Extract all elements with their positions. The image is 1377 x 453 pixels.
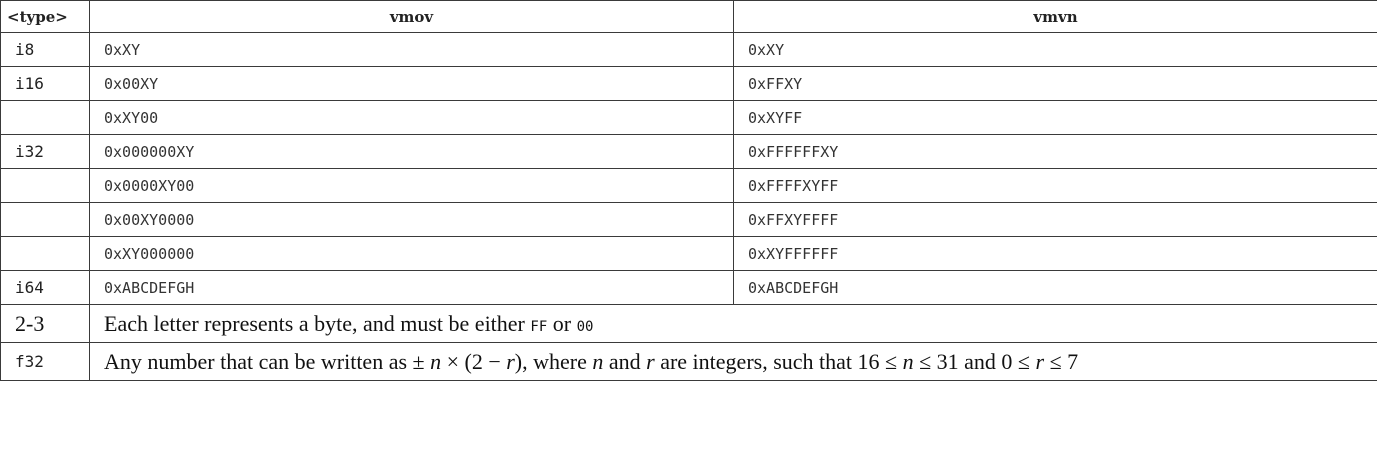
vmvn-cell: 0xFFXY xyxy=(733,66,1377,101)
header-vmvn: vmvn xyxy=(733,0,1377,33)
immediate-values-table: <type> vmov vmvn i8 0xXY 0xXY i16 0x00XY… xyxy=(0,0,1377,381)
table-row: 0x0000XY00 0xFFFFXYFF xyxy=(0,168,1377,203)
var-r: r xyxy=(1035,348,1045,374)
table-row: i32 0x000000XY 0xFFFFFFXY xyxy=(0,134,1377,169)
vmvn-cell: 0xFFFFXYFF xyxy=(733,168,1377,203)
note-text: Any number that can be written as ± n × … xyxy=(89,342,1377,381)
vmvn-cell: 0xXYFFFFFF xyxy=(733,236,1377,271)
type-cell: i64 xyxy=(0,270,90,305)
note-text-part: × (2 − xyxy=(441,348,507,374)
note-text-part: and xyxy=(603,348,647,374)
note-row-byte-letters: 2-3 Each letter represents a byte, and m… xyxy=(0,304,1377,343)
code-00: 00 xyxy=(576,318,594,335)
header-vmov: vmov xyxy=(89,0,734,33)
var-n: n xyxy=(592,348,604,374)
var-n: n xyxy=(430,348,442,374)
type-cell xyxy=(0,168,90,203)
note-label: f32 xyxy=(0,342,90,381)
table-row: i64 0xABCDEFGH 0xABCDEFGH xyxy=(0,270,1377,305)
vmvn-cell: 0xXY xyxy=(733,32,1377,67)
note-text: Each letter represents a byte, and must … xyxy=(89,304,1377,343)
header-row: <type> vmov vmvn xyxy=(0,0,1377,33)
type-cell xyxy=(0,236,90,271)
vmvn-cell: 0xFFFFFFXY xyxy=(733,134,1377,169)
vmov-cell: 0x00XY0000 xyxy=(89,202,734,237)
vmov-cell: 0x000000XY xyxy=(89,134,734,169)
note-text-part: ≤ 31 and 0 ≤ xyxy=(913,348,1036,374)
header-type: <type> xyxy=(0,0,90,33)
vmvn-cell: 0xFFXYFFFF xyxy=(733,202,1377,237)
vmov-cell: 0x00XY xyxy=(89,66,734,101)
note-row-f32: f32 Any number that can be written as ± … xyxy=(0,342,1377,381)
note-text-part: Any number that can be written as ± xyxy=(104,348,431,374)
var-r: r xyxy=(646,348,655,374)
type-cell xyxy=(0,100,90,135)
table-row: 0xXY00 0xXYFF xyxy=(0,100,1377,135)
table-row: 0x00XY0000 0xFFXYFFFF xyxy=(0,202,1377,237)
vmvn-cell: 0xABCDEFGH xyxy=(733,270,1377,305)
note-text-part: or xyxy=(547,310,577,336)
vmvn-cell: 0xXYFF xyxy=(733,100,1377,135)
code-ff: FF xyxy=(530,318,548,335)
table-row: 0xXY000000 0xXYFFFFFF xyxy=(0,236,1377,271)
var-r: r xyxy=(506,348,515,374)
vmov-cell: 0x0000XY00 xyxy=(89,168,734,203)
type-cell: i8 xyxy=(0,32,90,67)
type-cell: i16 xyxy=(0,66,90,101)
var-n: n xyxy=(902,348,914,374)
note-text-part: Each letter represents a byte, and must … xyxy=(104,310,531,336)
vmov-cell: 0xXY xyxy=(89,32,734,67)
type-cell: i32 xyxy=(0,134,90,169)
type-cell xyxy=(0,202,90,237)
note-text-part: are integers, such that 16 ≤ xyxy=(654,348,903,374)
table-row: i16 0x00XY 0xFFXY xyxy=(0,66,1377,101)
vmov-cell: 0xABCDEFGH xyxy=(89,270,734,305)
note-text-part: ), where xyxy=(514,348,593,374)
note-label: 2-3 xyxy=(0,304,90,343)
table-row: i8 0xXY 0xXY xyxy=(0,32,1377,67)
vmov-cell: 0xXY00 xyxy=(89,100,734,135)
note-text-part: ≤ 7 xyxy=(1044,348,1079,374)
vmov-cell: 0xXY000000 xyxy=(89,236,734,271)
